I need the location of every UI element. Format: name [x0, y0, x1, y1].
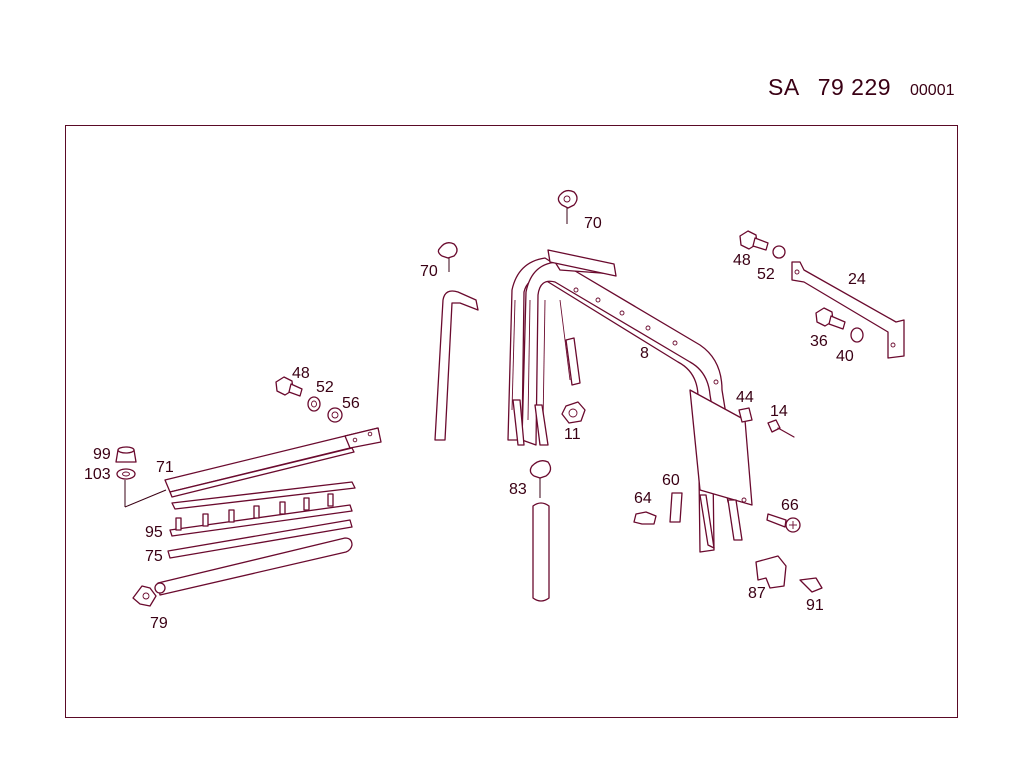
bolt-48-left — [275, 376, 303, 397]
label-48-right: 48 — [733, 252, 751, 269]
label-79: 79 — [150, 615, 168, 632]
strip-60 — [669, 492, 683, 523]
washer-103 — [116, 468, 136, 480]
bracket-24 — [791, 261, 905, 359]
label-56: 56 — [342, 395, 360, 412]
label-40: 40 — [836, 348, 854, 365]
strip-95 — [169, 493, 353, 537]
cap-44 — [738, 407, 753, 423]
clip-70-top — [557, 189, 578, 224]
label-64: 64 — [634, 490, 652, 507]
label-24: 24 — [848, 271, 866, 288]
label-14: 14 — [770, 403, 788, 420]
label-103: 103 — [84, 466, 111, 483]
label-83: 83 — [509, 481, 527, 498]
sa-number: 79 229 — [817, 74, 892, 100]
tube-70-left — [434, 242, 479, 441]
rail-assembly-71 — [164, 427, 382, 510]
bracket-87 — [755, 555, 787, 589]
strip-75 — [167, 519, 353, 559]
screw-66 — [766, 513, 801, 533]
sa-prefix: SA — [768, 74, 800, 100]
label-36: 36 — [810, 333, 828, 350]
bolt-36 — [815, 307, 846, 330]
label-11: 11 — [564, 426, 581, 443]
diagram-frame — [65, 125, 958, 718]
sheet-code: SA 79 229 — [768, 74, 891, 101]
roll-frame-8 — [507, 249, 753, 553]
washer-52-right — [772, 245, 786, 259]
label-95: 95 — [145, 524, 163, 541]
pin-14 — [767, 419, 795, 438]
label-44: 44 — [736, 389, 754, 406]
nut-11 — [561, 401, 586, 424]
label-52-left: 52 — [316, 379, 334, 396]
label-87: 87 — [748, 585, 766, 602]
label-70-left: 70 — [420, 263, 438, 280]
label-52-right: 52 — [757, 266, 775, 283]
sheet-number: 00001 — [910, 82, 955, 99]
label-91: 91 — [806, 597, 824, 614]
tube-83 — [529, 460, 552, 602]
label-75: 75 — [145, 548, 163, 565]
clip-91 — [799, 577, 823, 593]
label-66: 66 — [781, 497, 799, 514]
tube-79 — [132, 537, 353, 607]
label-8: 8 — [640, 345, 649, 362]
label-70-top: 70 — [584, 215, 602, 232]
bolt-48-right — [739, 230, 769, 251]
clip-64 — [633, 511, 657, 525]
washer-56 — [327, 407, 343, 423]
washer-52-left — [307, 396, 321, 412]
label-60: 60 — [662, 472, 680, 489]
label-71: 71 — [156, 459, 174, 476]
label-99: 99 — [93, 446, 111, 463]
label-48-left: 48 — [292, 365, 310, 382]
washer-40 — [850, 327, 864, 343]
nut-99 — [115, 446, 137, 463]
